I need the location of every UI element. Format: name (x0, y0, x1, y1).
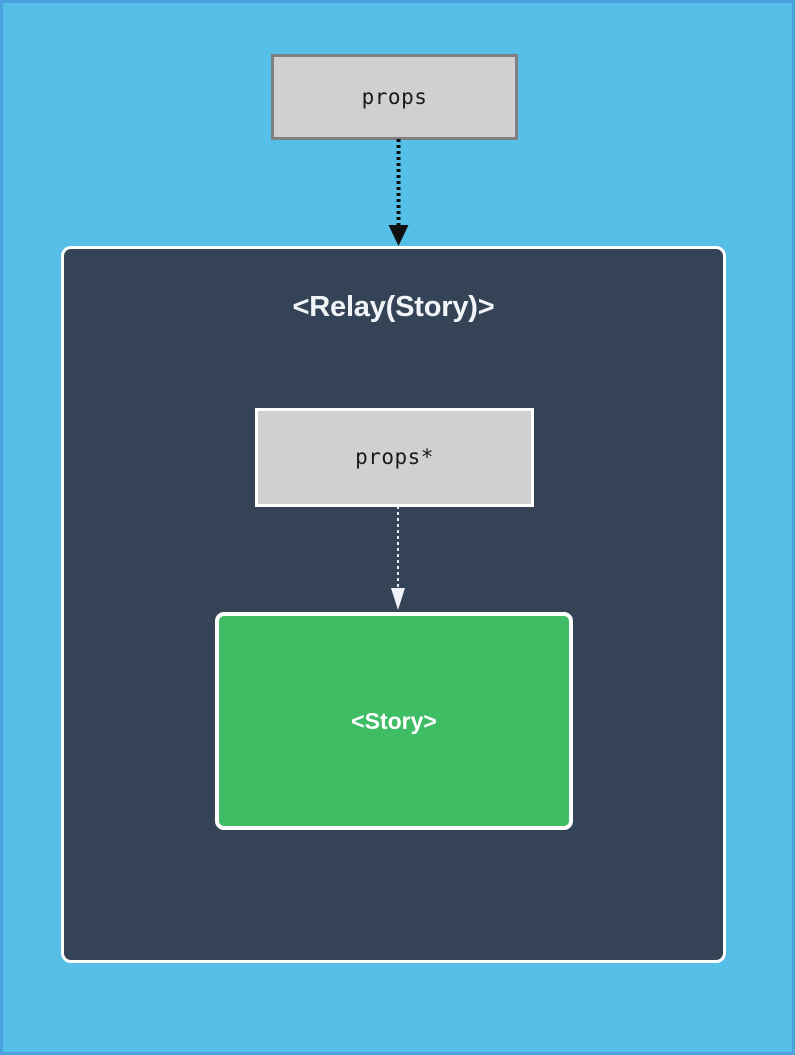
edge-props-to-relay-arrowhead (388, 225, 409, 246)
node-props-inner: props* (255, 408, 534, 507)
node-props-inner-label: props* (355, 445, 434, 469)
edge-props-to-relay-arrow (388, 139, 409, 246)
node-relay-container-label: <Relay(Story)> (292, 291, 495, 323)
node-story: <Story> (215, 612, 573, 830)
node-props-outer-label: props (361, 84, 428, 109)
node-props-outer: props (271, 54, 518, 140)
node-relay-container: <Relay(Story)> (61, 246, 726, 963)
node-story-label: <Story> (351, 707, 437, 734)
